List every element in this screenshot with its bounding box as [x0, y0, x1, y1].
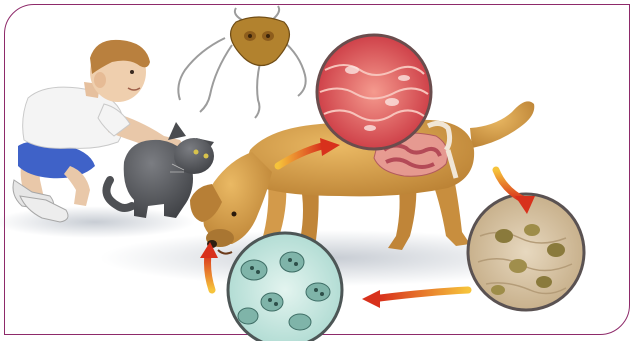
intestinal-lining-magnified — [317, 35, 431, 149]
giardia-trophozoite — [178, 6, 305, 118]
arrow-head-3 — [362, 290, 380, 308]
cysts-magnified — [228, 233, 342, 341]
arrow-to-cysts — [380, 290, 468, 298]
